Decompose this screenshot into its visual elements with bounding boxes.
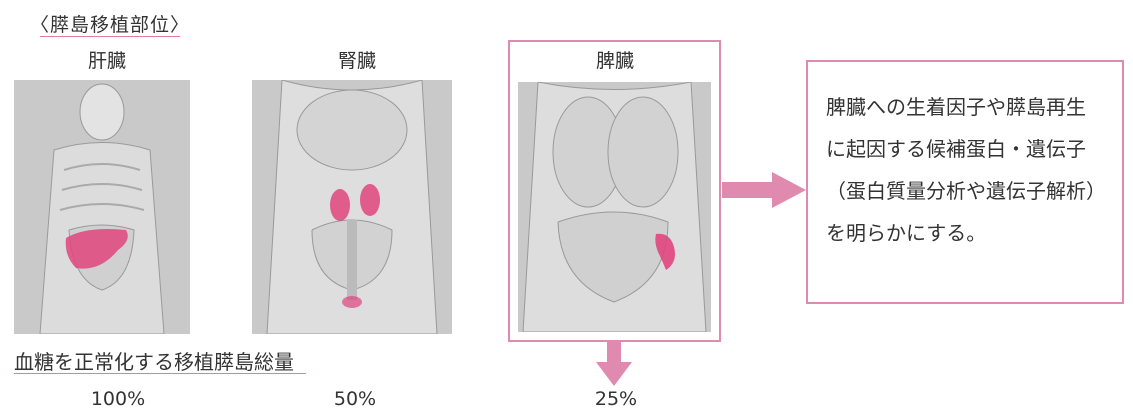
right-arrow-icon [722, 170, 806, 210]
percent-spleen: 25% [556, 388, 676, 410]
spleen-xray-image [518, 82, 711, 332]
down-arrow-icon [596, 342, 632, 386]
bladder-highlight [342, 296, 362, 308]
info-box: 脾臓への生着因子や膵島再生に起因する候補蛋白・遺伝子（蛋白質量分析や遺伝子解析）… [806, 60, 1124, 304]
bottom-label-underline [14, 373, 306, 374]
transplant-islet-total-label: 血糖を正常化する移植膵島総量 [14, 346, 294, 375]
section-title-underline [40, 36, 180, 37]
organ-label-liver: 肝臓 [37, 46, 177, 73]
kidney-left-highlight [330, 189, 350, 221]
organ-label-kidney: 腎臓 [287, 46, 427, 73]
section-title: 〈膵島移植部位〉 [30, 10, 190, 37]
info-text: 脾臓への生着因子や膵島再生に起因する候補蛋白・遺伝子（蛋白質量分析や遺伝子解析）… [826, 95, 1096, 245]
liver-xray-image [14, 80, 190, 334]
percent-liver: 100% [58, 388, 178, 410]
percent-kidney: 50% [295, 388, 415, 410]
kidney-right-highlight [360, 184, 380, 216]
kidney-xray-image [252, 80, 452, 334]
